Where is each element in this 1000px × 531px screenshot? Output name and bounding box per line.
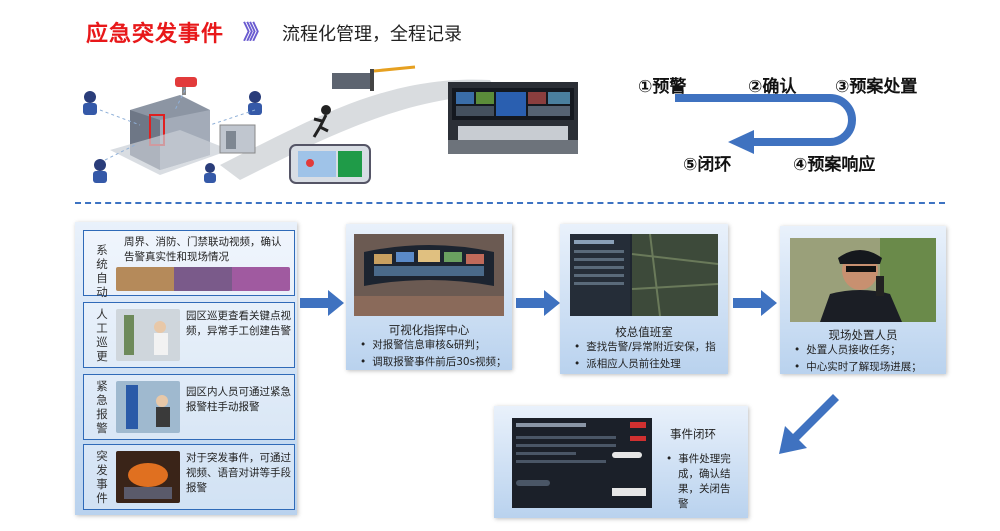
- chevron-icon: 》》: [243, 20, 269, 44]
- bullet-item: 警: [678, 498, 689, 510]
- alarm-source-row: 系统自动 周界、消防、门禁联动视频，确认告警真实性和现场情况: [83, 230, 295, 299]
- duty-room-screen-image: [570, 234, 718, 316]
- alarm-source-type: 突发事件: [96, 449, 108, 505]
- duty-room-card: 校总值班室 查找告警/异常附近安保，指 派相应人员前往处理: [560, 224, 728, 374]
- onsite-personnel-bullets: 处置人员接收任务； 中心实时了解现场进展；: [794, 342, 922, 376]
- flow-loop-arrow: [675, 94, 856, 154]
- alarm-source-desc: 园区内人员可通过紧急报警柱手动报警: [186, 386, 291, 413]
- arrow-right-icon: [733, 290, 777, 316]
- alarm-source-row: 紧急报警 园区内人员可通过紧急报警柱手动报警: [83, 374, 295, 440]
- camera-icon: [175, 77, 197, 95]
- bullet-item: 对报警信息审核&研判；: [360, 337, 507, 354]
- closure-screen-image: [512, 418, 652, 508]
- bullet-item: 中心实时了解现场进展；: [794, 359, 922, 376]
- arrow-right-icon: [516, 290, 560, 316]
- incident-image: [116, 451, 180, 503]
- building-icon: [110, 95, 230, 175]
- page-title: 应急突发事件: [86, 22, 225, 47]
- duty-room-title: 校总值班室: [615, 325, 673, 339]
- guard-icon: [83, 91, 97, 115]
- linkage-video-image: [116, 267, 290, 291]
- alarm-source-desc: 周界、消防、门禁联动视频，确认告警真实性和现场情况: [124, 236, 282, 263]
- step-close-loop: ⑤闭环: [683, 155, 732, 175]
- arrow-right-icon: [300, 290, 344, 316]
- guard-icon: [93, 159, 107, 183]
- section-divider: [75, 202, 945, 204]
- emergency-post-image: [116, 381, 180, 433]
- bullet-item: 查找告警/异常附近安保，指: [574, 339, 716, 356]
- step-warning: ①预警: [638, 77, 687, 97]
- bullet-item: 成，确认结: [678, 468, 731, 480]
- alarm-source-type: 系统自动: [96, 243, 108, 299]
- alarm-source-type: 人工巡更: [96, 307, 108, 363]
- arrow-down-left-icon: [779, 394, 839, 454]
- running-person-icon: [312, 105, 331, 138]
- command-center-bullets: 对报警信息审核&研判； 调取报警事件前后30s视频；: [360, 337, 507, 371]
- step-plan-handle: ③预案处置: [835, 77, 918, 97]
- alarm-sources-panel: 系统自动 周界、消防、门禁联动视频，确认告警真实性和现场情况 人工巡更 园区巡更…: [75, 222, 297, 515]
- gate-icon: [219, 124, 256, 154]
- command-center-image: [354, 234, 504, 316]
- command-center-card: 可视化指挥中心 对报警信息审核&研判； 调取报警事件前后30s视频；: [346, 224, 512, 370]
- alarm-source-row: 突发事件 对于突发事件，可通过视频、语音对讲等手段报警: [83, 444, 295, 510]
- alarm-source-type: 紧急报警: [96, 379, 108, 435]
- bullet-item: 派相应人员前往处理: [574, 356, 716, 373]
- monitoring-center-image: [448, 82, 578, 154]
- guard-icon: [248, 91, 262, 115]
- bullet-item: 调取报警事件前后30s视频；: [360, 354, 506, 371]
- scene-illustration: [83, 65, 500, 184]
- onsite-personnel-card: 现场处置人员 处置人员接收任务； 中心实时了解现场进展；: [780, 226, 946, 374]
- event-closure-card: 事件闭环 事件处理完 成，确认结 果，关闭告 警: [494, 406, 748, 518]
- step-plan-response: ④预案响应: [793, 155, 876, 175]
- security-guard-image: [790, 238, 936, 322]
- alarm-source-desc: 对于突发事件，可通过视频、语音对讲等手段报警: [186, 452, 291, 494]
- mobile-app-icon: [289, 144, 371, 184]
- alarm-source-row: 人工巡更 园区巡更查看关键点视频，异常手工创建告警: [83, 302, 295, 368]
- bullet-item: 处置人员接收任务；: [794, 342, 922, 359]
- duty-room-bullets: 查找告警/异常附近安保，指 派相应人员前往处理: [574, 339, 716, 373]
- barrier-gate-icon: [332, 65, 416, 91]
- step-confirm: ②确认: [748, 77, 797, 97]
- command-center-title: 可视化指挥中心: [388, 323, 470, 337]
- onsite-personnel-title: 现场处置人员: [828, 328, 898, 342]
- patrol-image: [116, 309, 180, 361]
- page-subtitle: 流程化管理，全程记录: [282, 24, 462, 45]
- guard-icon: [204, 163, 216, 183]
- bullet-item: 事件处理完: [666, 452, 731, 467]
- event-closure-title: 事件闭环: [670, 427, 716, 441]
- alarm-source-desc: 园区巡更查看关键点视频，异常手工创建告警: [186, 310, 291, 337]
- bullet-item: 果，关闭告: [678, 483, 731, 495]
- event-closure-bullets: 事件处理完 成，确认结 果，关闭告 警: [666, 452, 731, 512]
